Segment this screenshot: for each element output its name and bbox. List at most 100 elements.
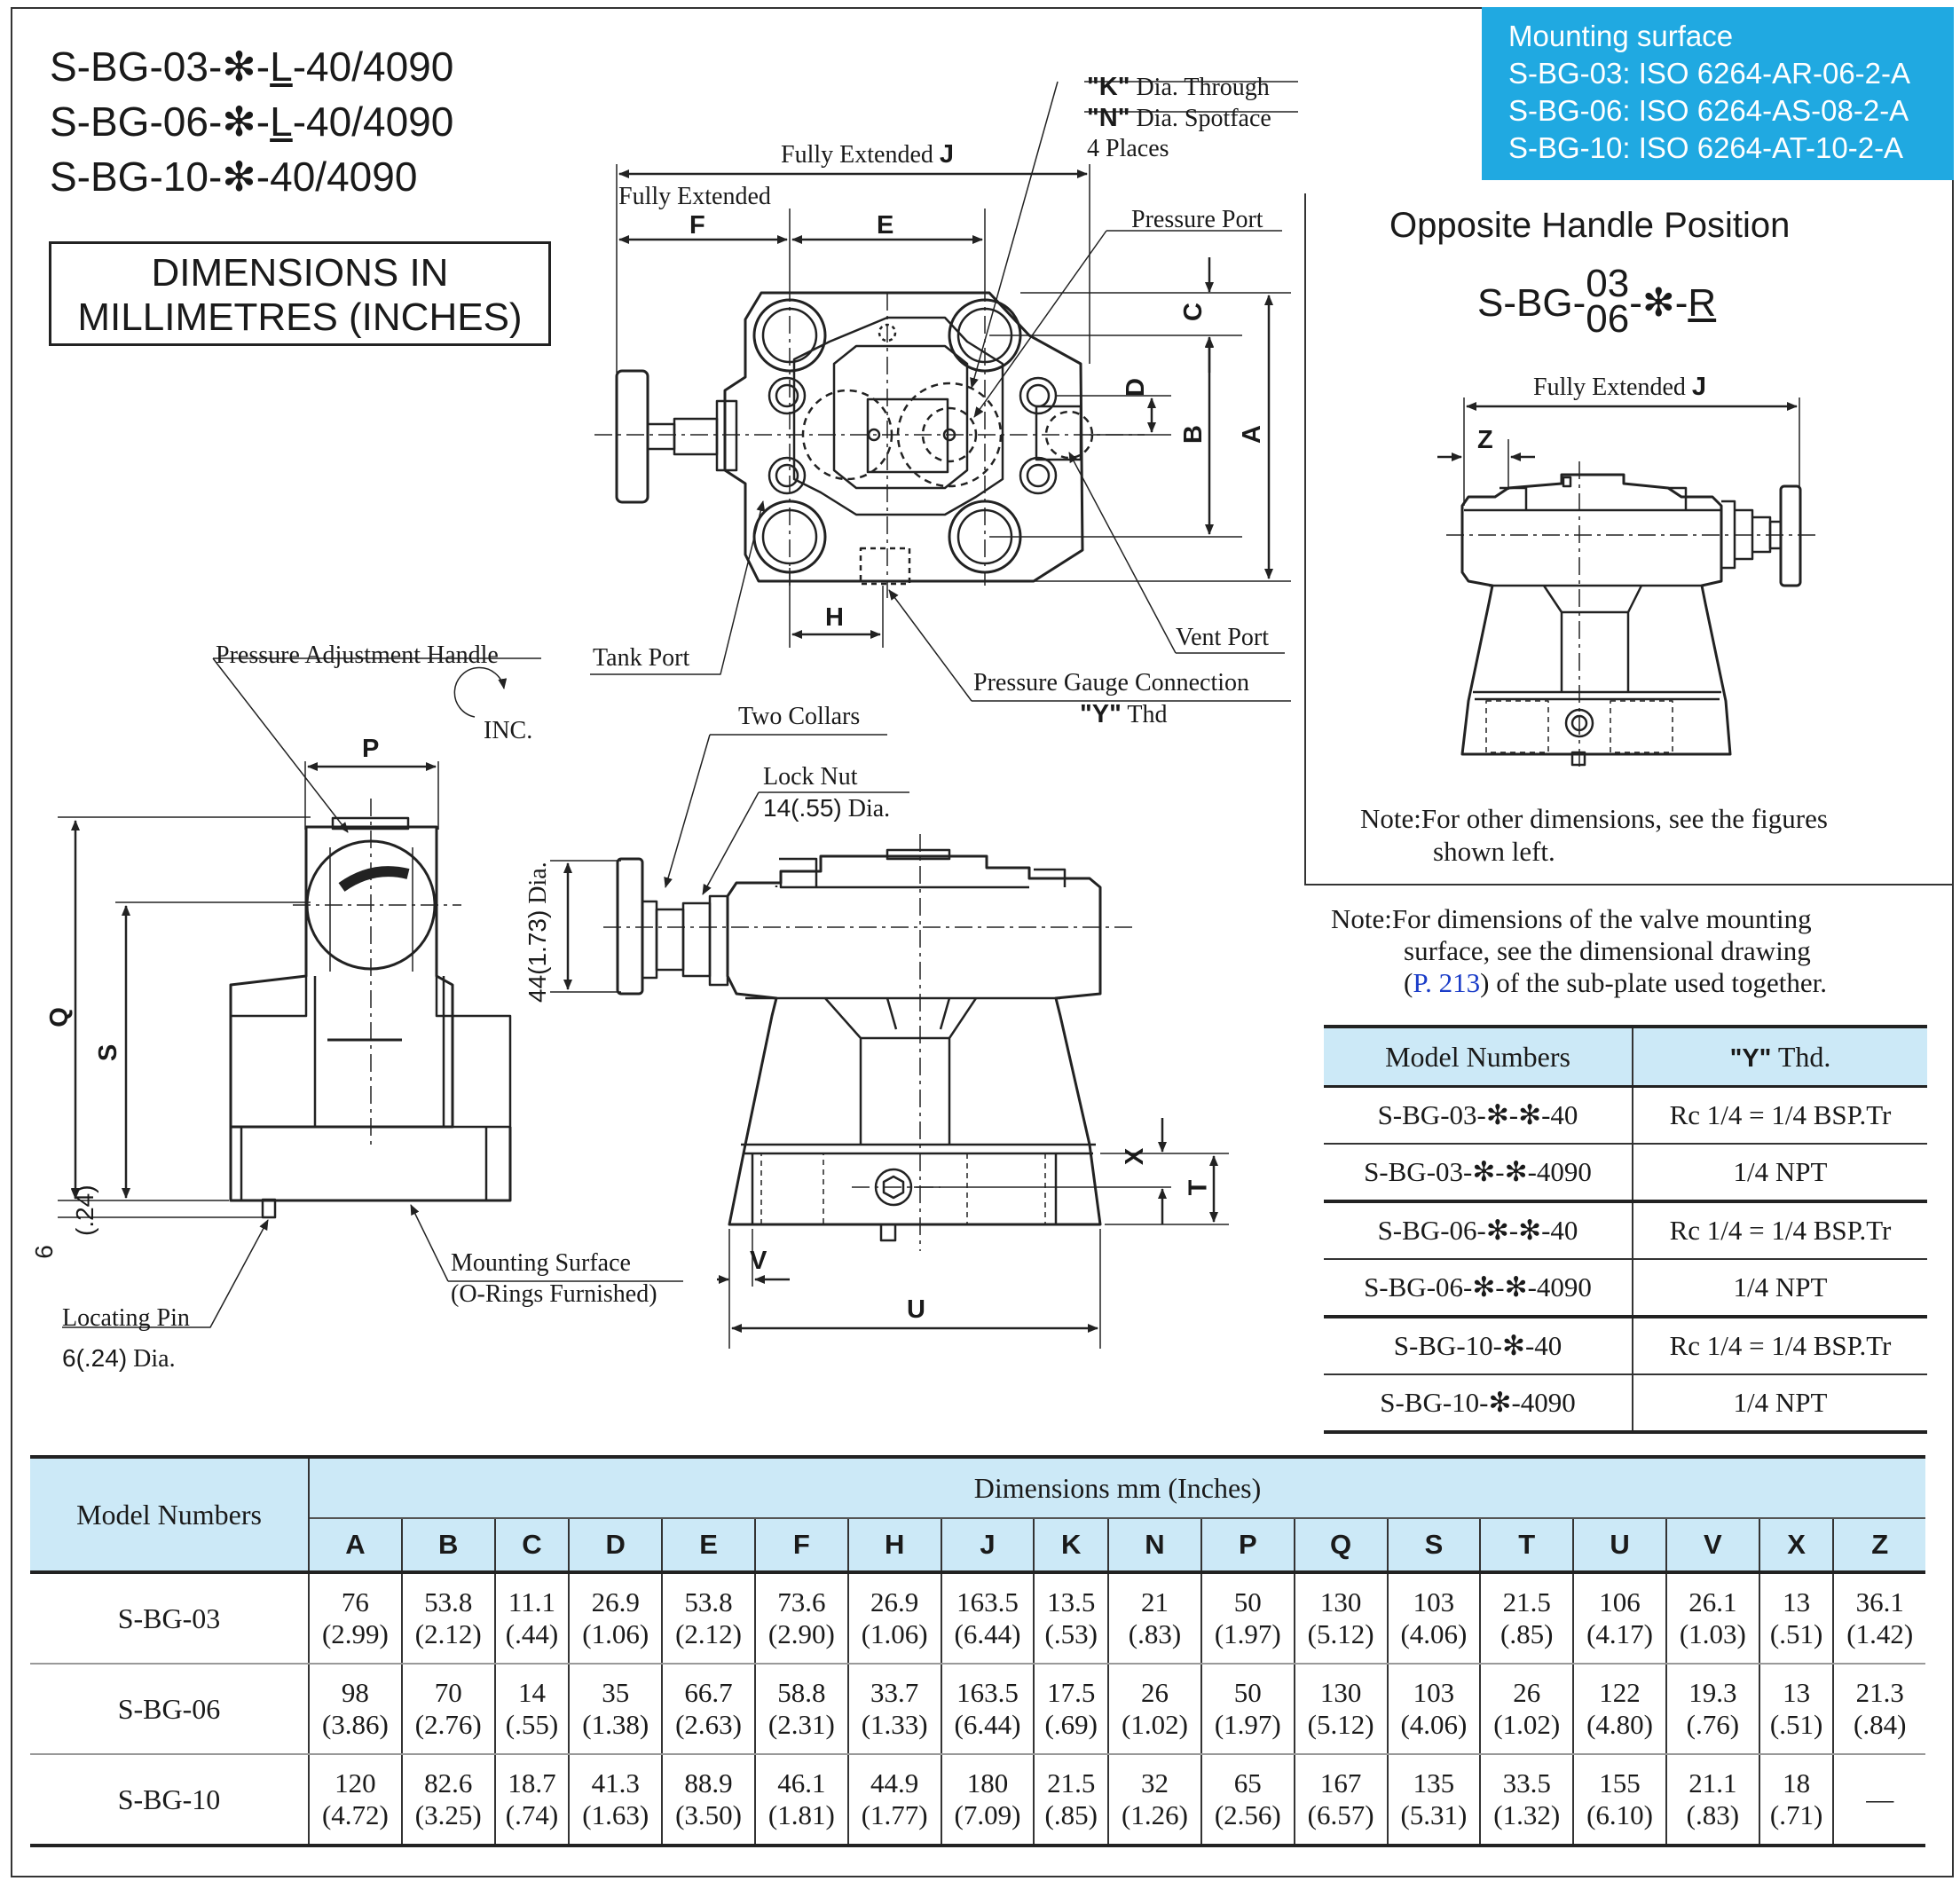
gauge-connection-label: Pressure Gauge Connection [973, 669, 1250, 697]
dim-value-in: (6.44) [954, 1709, 1021, 1740]
units-box: DIMENSIONS IN MILLIMETRES (INCHES) [49, 241, 551, 346]
dim-value-mm: 21 [1140, 1586, 1169, 1617]
dim-value-mm: 13 [1783, 1586, 1811, 1617]
handle-label: Pressure Adjustment Handle [216, 641, 499, 669]
dim-z-label: Z [1477, 426, 1493, 454]
dim-cell: 122(4.80) [1572, 1664, 1666, 1755]
dim-value-mm: 18.7 [508, 1767, 556, 1798]
dim-value-mm: 26 [1140, 1677, 1169, 1708]
units-line-2: MILLIMETRES (INCHES) [77, 295, 523, 339]
dim-value-in: (4.06) [1400, 1709, 1468, 1740]
dim-cell: 46.1(1.81) [753, 1754, 848, 1847]
dim-value-in: (.83) [1128, 1618, 1182, 1649]
dim-value-in: (.85) [1500, 1618, 1554, 1649]
dim-value-mm: 106 [1599, 1586, 1641, 1617]
locating-pin-dia-label: 6(.24) Dia. [62, 1344, 176, 1373]
dim-cell: 41.3(1.63) [568, 1754, 663, 1847]
dim-value-mm: 163.5 [956, 1677, 1019, 1708]
dim-value-in: (4.06) [1400, 1618, 1468, 1649]
dim-row-model: S-BG-06 [30, 1664, 309, 1755]
dim-value-mm: 50 [1233, 1586, 1262, 1617]
dim-value-in: (4.72) [321, 1799, 389, 1830]
mounting-note-2: surface, see the dimensional drawing [1404, 935, 1811, 966]
dim-v-label: V [750, 1247, 767, 1275]
dim-cell: 106(4.17) [1572, 1572, 1666, 1665]
dim-value-mm: 120 [335, 1767, 376, 1798]
dim-value-mm: 32 [1140, 1767, 1169, 1798]
dim-value-mm: 163.5 [956, 1586, 1019, 1617]
dim-q-label: Q [44, 1007, 74, 1027]
dim-column-n: N [1107, 1517, 1201, 1574]
dim-table-group-header: Dimensions mm (Inches) [309, 1455, 1925, 1518]
dim-value-in: (.44) [505, 1618, 559, 1649]
y-thd-cell: Rc 1/4 = 1/4 BSP.Tr [1632, 1086, 1927, 1145]
dim-value-mm: 11.1 [508, 1586, 556, 1617]
dim-cell: 11.1(.44) [493, 1572, 570, 1665]
dim-value-mm: 35 [602, 1677, 630, 1708]
dim-value-mm: 180 [966, 1767, 1009, 1798]
dim-value-mm: 19.3 [1688, 1677, 1737, 1708]
dim-value-in: (1.42) [1846, 1618, 1914, 1649]
model-line-06: S-BG-06-✻-L-40/4090 [50, 98, 454, 145]
dim-cell: 26.9(1.06) [568, 1572, 663, 1665]
dim-value-in: (1.63) [582, 1799, 649, 1830]
dim-value-mm: 58.8 [777, 1677, 826, 1708]
mounting-surface-title: Mounting surface [1508, 20, 1734, 52]
dim-cell: 33.5(1.32) [1479, 1754, 1574, 1847]
fully-extended-j-label: Fully Extended J [781, 140, 955, 169]
dim-cell: 76(2.99) [308, 1572, 402, 1665]
dim-value-in: (.69) [1044, 1709, 1098, 1740]
dim-cell: 14(.55) [493, 1664, 570, 1755]
dim-value-in: (2.12) [414, 1618, 482, 1649]
dim-value-in: (.74) [505, 1799, 559, 1830]
dim-a-label: A [1237, 425, 1266, 444]
dim-column-u: U [1572, 1517, 1666, 1574]
dim-value-mm: 130 [1319, 1677, 1362, 1708]
dim-cell: 26.1(1.03) [1665, 1572, 1759, 1665]
dim-cell: 21.1(.83) [1665, 1754, 1759, 1847]
dim-value-in: (6.44) [954, 1618, 1021, 1649]
dim-column-q: Q [1293, 1517, 1388, 1574]
dim-cell: 44.9(1.77) [846, 1754, 941, 1847]
dim-cell: 50(1.97) [1200, 1572, 1295, 1665]
dim-cell: 18.7(.74) [493, 1754, 570, 1847]
dim-value-mm: 155 [1599, 1767, 1641, 1798]
dim-value-in: (1.06) [861, 1618, 928, 1649]
dim-cell: 53.8(2.12) [661, 1572, 755, 1665]
dim-cell: 53.8(2.12) [400, 1572, 495, 1665]
dim-value-mm: 103 [1413, 1586, 1455, 1617]
dim-s-label: S [94, 1043, 123, 1062]
dim-cell: 66.7(2.63) [661, 1664, 755, 1755]
opposite-note-2: shown left. [1433, 836, 1555, 867]
y-thd-cell: Rc 1/4 = 1/4 BSP.Tr [1632, 1201, 1927, 1260]
dim-value-mm: 76 [341, 1586, 369, 1617]
mounting-surface-line: S-BG-06: ISO 6264-AS-08-2-A [1508, 94, 1909, 127]
inc-label: INC. [484, 717, 533, 744]
front-view-drawing [58, 657, 683, 1328]
page-ref-link[interactable]: P. 213 [1413, 967, 1481, 998]
dim-value-mm: 70 [434, 1677, 462, 1708]
y-thd-cell: Rc 1/4 = 1/4 BSP.Tr [1632, 1317, 1927, 1375]
dim-cell: 13(.51) [1758, 1572, 1834, 1665]
dim-cell: 18(.71) [1758, 1754, 1834, 1847]
dim-value-mm: 21.5 [1047, 1767, 1096, 1798]
dim-value-mm: 36.1 [1855, 1586, 1904, 1617]
model-line-10: S-BG-10-✻-40/4090 [50, 153, 418, 200]
dim-cell: 130(5.12) [1293, 1664, 1388, 1755]
dim-u-label: U [907, 1295, 925, 1324]
dim-t-label: T [1184, 1179, 1213, 1196]
y-model-cell: S-BG-03-✻-✻-40 [1324, 1086, 1633, 1145]
dim-value-in: (5.12) [1307, 1709, 1374, 1740]
dim-value-mm: 103 [1413, 1677, 1455, 1708]
k-dia-label: "K" Dia. Through [1087, 73, 1270, 101]
dim-value-mm: 65 [1233, 1767, 1262, 1798]
dim-value-mm: 21.3 [1855, 1677, 1904, 1708]
dim-cell: 36.1(1.42) [1832, 1572, 1925, 1665]
dim-value-in: (.83) [1686, 1799, 1740, 1830]
dim-column-v: V [1665, 1517, 1759, 1574]
dim-cell: 65(2.56) [1200, 1754, 1295, 1847]
dim-value-mm: 21.1 [1688, 1767, 1737, 1798]
